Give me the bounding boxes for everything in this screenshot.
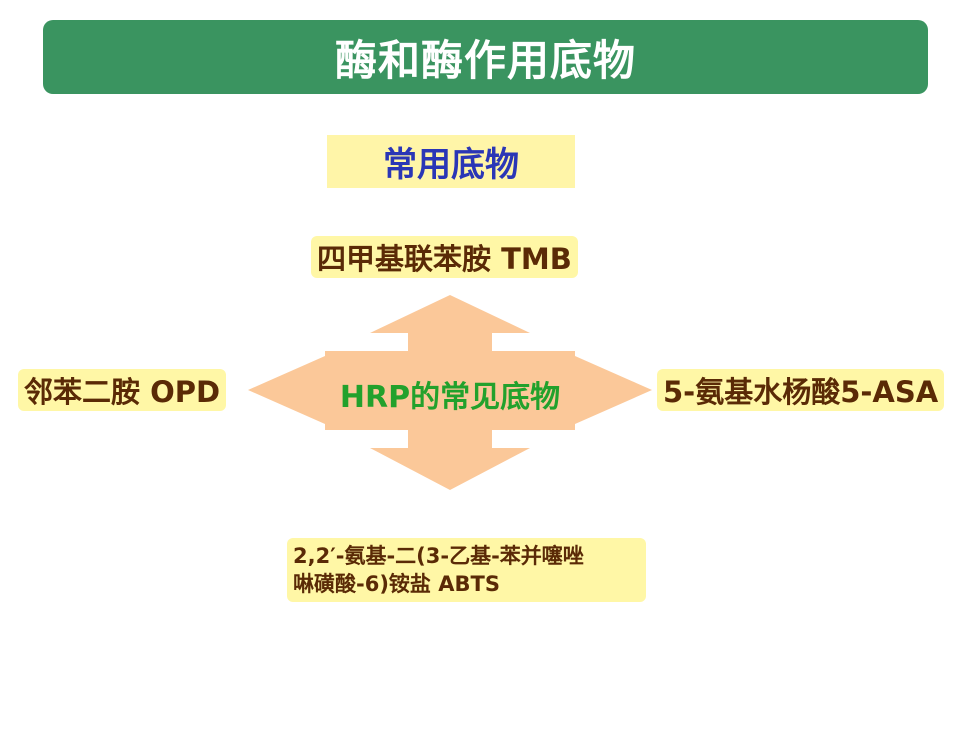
substrate-abts: 2,2′-氨基-二(3-乙基-苯并噻唑 啉磺酸-6)铵盐 ABTS [287, 538, 646, 602]
subtitle: 常用底物 [383, 145, 519, 185]
page-title: 酶和酶作用底物 [334, 35, 636, 85]
four-way-arrow [248, 295, 652, 490]
substrate-abts-line1: 2,2′-氨基-二(3-乙基-苯并噻唑 [293, 544, 584, 568]
substrate-opd: 邻苯二胺 OPD [18, 369, 227, 411]
subtitle-box: 常用底物 [327, 135, 575, 188]
center-label: HRP的常见底物 [339, 380, 561, 415]
substrate-5-asa: 5-氨基水杨酸5-ASA [657, 369, 945, 411]
title-bar: 酶和酶作用底物 [43, 20, 928, 94]
substrate-abts-line2: 啉磺酸-6)铵盐 ABTS [293, 572, 500, 596]
substrate-tmb: 四甲基联苯胺 TMB [311, 236, 578, 278]
